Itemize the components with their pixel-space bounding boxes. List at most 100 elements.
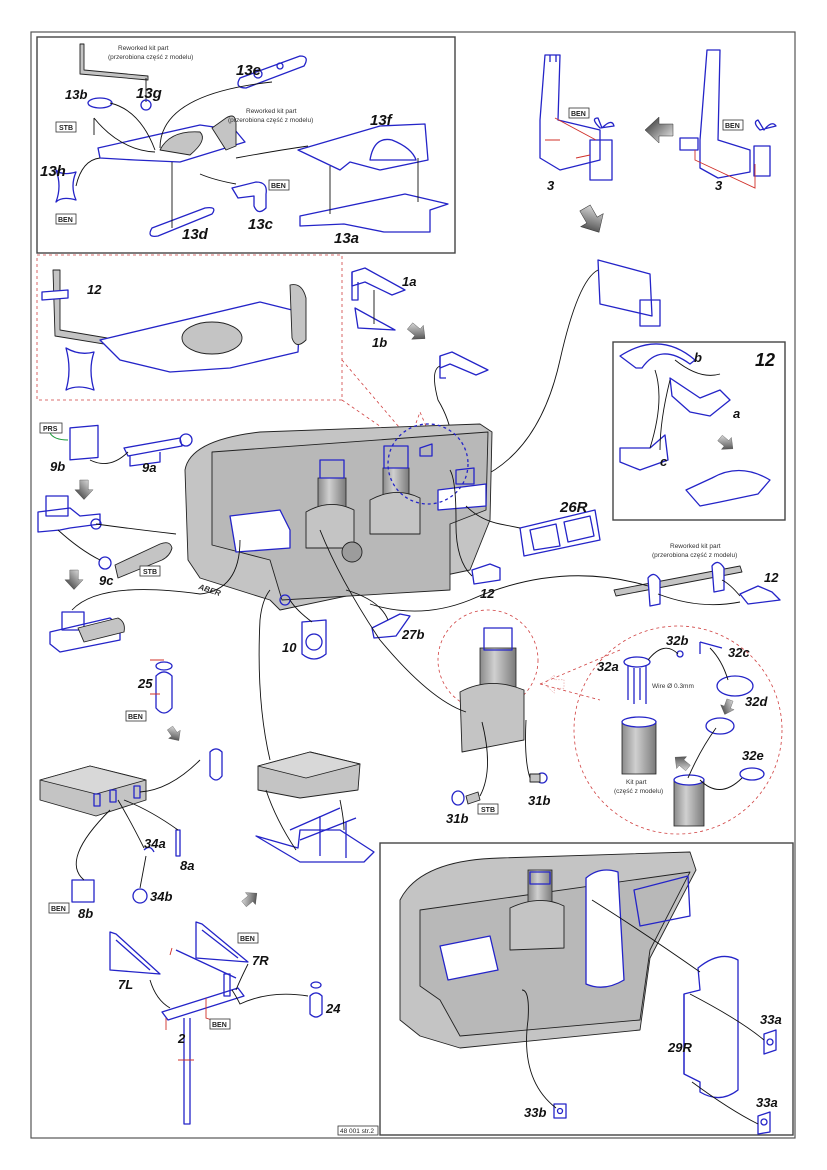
- part-32e-shape: [739, 767, 765, 781]
- part-33a-shape: [763, 1029, 777, 1055]
- part-33b-shape: [553, 1103, 567, 1119]
- label-b: b: [694, 350, 702, 365]
- svg-text:STB: STB: [143, 569, 157, 576]
- note-reworked: Reworked kit part: [670, 543, 721, 550]
- label-13g: 13g: [136, 85, 162, 102]
- label-12: 12: [764, 570, 779, 585]
- aber-brand-mark: ABER: [196, 582, 222, 598]
- group-part-32: Wire Ø 0.3mm Kit part (część z modelu) 3…: [573, 625, 783, 835]
- part-32d-shape: [716, 675, 754, 697]
- group-part-10: 10: [282, 599, 327, 660]
- tag-ben: BEN: [209, 1018, 231, 1030]
- label-a: a: [733, 406, 740, 421]
- label-8b: 8b: [78, 906, 93, 921]
- group-part-7-2: 7L BEN 7R BEN 2 24: [109, 921, 341, 1125]
- svg-text:BEN: BEN: [51, 906, 66, 913]
- label-13b: 13b: [65, 87, 87, 102]
- group-part-26R: 26R: [465, 499, 601, 557]
- part-32a-shape: [623, 656, 651, 668]
- label-8a: 8a: [180, 858, 194, 873]
- tag-prs: PRS: [39, 422, 63, 434]
- label-13h: 13h: [40, 163, 66, 180]
- part-13b-shape: [87, 97, 113, 109]
- part-26R-shape: [519, 509, 601, 557]
- group-toolbox-right: [238, 589, 375, 911]
- note-kit-part: Kit part: [626, 779, 647, 786]
- part-24-shape: [309, 992, 323, 1018]
- part-27b-shape: [371, 613, 411, 639]
- page-ref: 48 001 str.2: [337, 1125, 379, 1136]
- detail-title-12: 12: [755, 350, 775, 370]
- label-13f: 13f: [370, 112, 394, 129]
- note-reworked: Reworked kit part: [118, 45, 169, 52]
- svg-text:BEN: BEN: [240, 936, 255, 943]
- panel-detail-12: 12 b a c: [612, 341, 786, 521]
- part-25-shape: [155, 671, 173, 714]
- note-reworked-pl: (przerobiona część z modelu): [228, 117, 313, 124]
- arrow-up-right-icon: [238, 886, 263, 911]
- group-toolbox-left: 8a 34a 34b BEN 8b: [39, 748, 223, 921]
- tag-ben: BEN: [55, 213, 77, 225]
- part-9b-shape: [69, 424, 99, 461]
- arrow-up-left-icon: [669, 750, 694, 775]
- tag-ben: BEN: [268, 179, 290, 191]
- svg-text:STB: STB: [481, 807, 495, 814]
- arrow-down-right-icon: [403, 318, 432, 346]
- label-1a: 1a: [402, 274, 416, 289]
- part-13e-shape: [237, 55, 307, 89]
- part-13a-shape: [299, 193, 449, 233]
- main-hull-assembly: ABER: [184, 423, 493, 611]
- label-12: 12: [480, 586, 495, 601]
- part-1a-shape: [351, 267, 406, 296]
- label-32a: 32a: [597, 659, 619, 674]
- label-c: c: [660, 454, 668, 469]
- note-kit-part-pl: (część z modelu): [614, 788, 663, 795]
- tag-ben: BEN: [48, 902, 70, 914]
- label-24: 24: [325, 1001, 341, 1016]
- label-31b: 31b: [528, 793, 550, 808]
- arrow-left-icon: [644, 116, 674, 144]
- label-33a: 33a: [760, 1012, 782, 1027]
- label-10: 10: [282, 640, 297, 655]
- cylinder-housing: [459, 683, 525, 753]
- svg-text:PRS: PRS: [43, 426, 58, 433]
- label-12: 12: [87, 282, 102, 297]
- group-part-25: 25 BEN: [125, 659, 185, 745]
- part-7L-shape: [109, 931, 161, 975]
- part-3-assembled: [597, 259, 653, 317]
- svg-text:BEN: BEN: [212, 1022, 227, 1029]
- label-9b: 9b: [50, 459, 65, 474]
- part-1b-shape: [354, 307, 396, 331]
- tag-ben: BEN: [722, 119, 744, 131]
- label-26R: 26R: [559, 499, 588, 516]
- arrow-left-icon: [544, 674, 565, 694]
- arrow-down-icon: [74, 479, 94, 500]
- group-part-12-small: 12: [449, 469, 501, 601]
- label-32d: 32d: [745, 694, 768, 709]
- tag-stb: STB: [139, 565, 161, 577]
- svg-text:48 001 str.2: 48 001 str.2: [340, 1128, 374, 1135]
- label-7L: 7L: [118, 977, 133, 992]
- arrow-down-icon: [64, 569, 84, 590]
- svg-text:STB: STB: [59, 125, 73, 132]
- page-frame: [30, 31, 796, 1139]
- svg-text:BEN: BEN: [571, 111, 586, 118]
- label-2: 2: [177, 1031, 186, 1046]
- panel-part-29-33: 33a 33a 29R 33b: [379, 842, 794, 1136]
- tag-ben: BEN: [237, 932, 259, 944]
- label-13d: 13d: [182, 226, 209, 243]
- svg-text:BEN: BEN: [725, 123, 740, 130]
- svg-text:BEN: BEN: [271, 183, 286, 190]
- part-32c-shape: [699, 641, 723, 654]
- note-wire: Wire Ø 0.3mm: [652, 683, 694, 690]
- label-33b: 33b: [524, 1105, 546, 1120]
- part-13g-shape: [140, 99, 152, 111]
- label-33a: 33a: [756, 1095, 778, 1110]
- group-part-27b: 27b: [345, 589, 424, 642]
- svg-text:BEN: BEN: [58, 217, 73, 224]
- label-32e: 32e: [742, 748, 764, 763]
- label-32b: 32b: [666, 633, 688, 648]
- label-27b: 27b: [401, 627, 424, 642]
- panel-part-12-assembly: 12: [36, 254, 343, 401]
